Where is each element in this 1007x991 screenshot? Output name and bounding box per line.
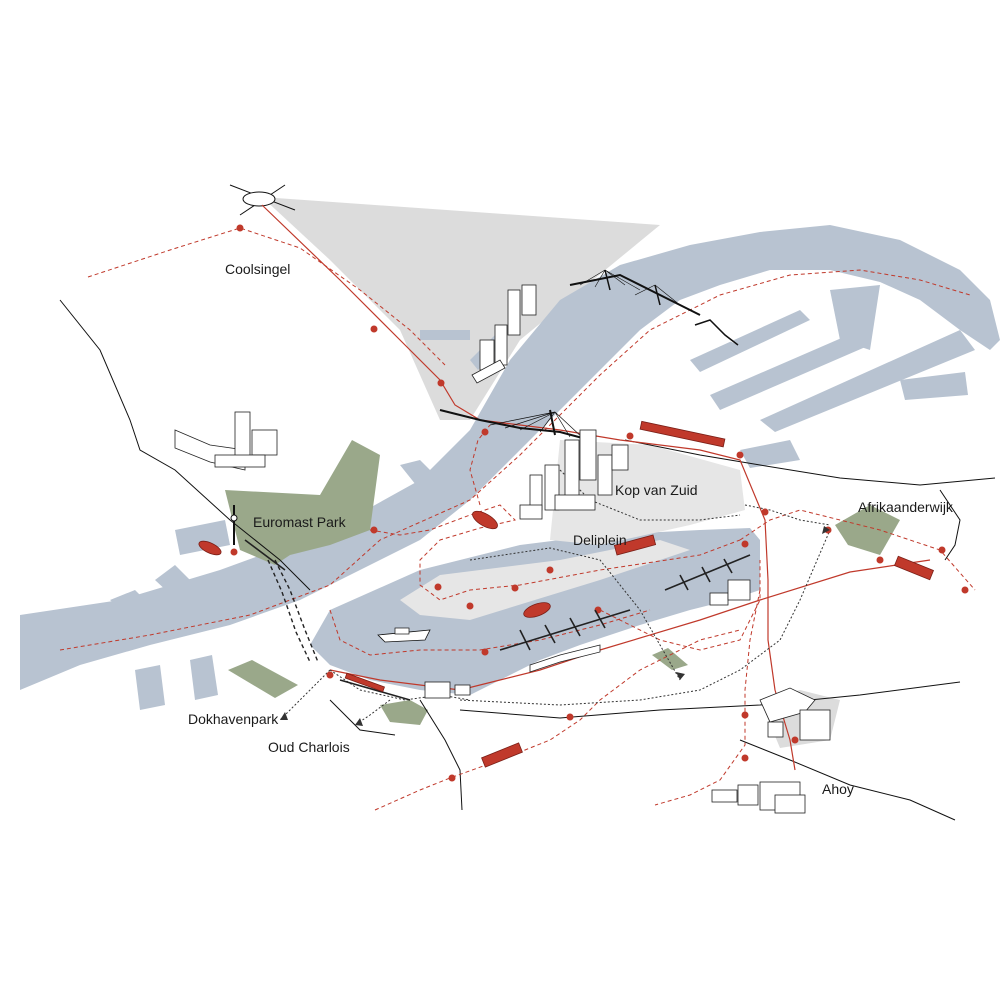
road-west [59, 299, 311, 591]
label-oud-charlois: Oud Charlois [268, 739, 350, 755]
roundabout-icon [229, 184, 296, 216]
road-east [624, 439, 996, 486]
road-ahoy [739, 739, 956, 821]
harbour-basin-6 [900, 372, 968, 400]
buildings-south [424, 579, 751, 699]
metro-route-south [329, 559, 931, 691]
harbour-basin-5 [760, 330, 975, 432]
label-kop-van-zuid: Kop van Zuid [615, 482, 698, 498]
label-coolsingel: Coolsingel [225, 261, 290, 277]
label-deliplein: Deliplein [573, 532, 627, 548]
west-harbour-3 [110, 590, 170, 635]
river-maas [20, 225, 1000, 690]
route-ahoy [654, 589, 761, 806]
tram-icon [344, 420, 935, 768]
route-north-west [87, 227, 446, 366]
route-south [374, 629, 741, 811]
afrikaanderwijk-park [835, 505, 900, 555]
buildings-north [471, 284, 537, 384]
route-south-east [599, 560, 761, 651]
route-river [59, 269, 971, 651]
south-harbour-1 [135, 665, 165, 710]
label-dokhavenpark: Dokhavenpark [188, 711, 279, 727]
harbour-basin-4 [710, 330, 870, 410]
dokhavenpark [228, 660, 298, 698]
willemsbrug-icon [569, 269, 739, 346]
walk-route-3 [459, 529, 831, 706]
road-south [459, 681, 961, 719]
euromast-park [225, 440, 380, 565]
walk-arrows [280, 526, 830, 726]
label-ahoy: Ahoy [822, 781, 854, 797]
tower-icon [230, 505, 238, 545]
walk-route-6 [744, 504, 831, 526]
coolsingel-plaza [262, 197, 660, 420]
water-taxi-icon [198, 510, 551, 618]
metro-route [261, 204, 796, 771]
tunnel-route [274, 559, 319, 663]
south-harbour-2 [190, 655, 218, 700]
harbour-basin-8 [740, 440, 800, 468]
road-east-2 [939, 489, 961, 561]
bridge-icon [439, 409, 591, 441]
buildings-kop-van-zuid [519, 429, 629, 520]
ship-icon [377, 627, 431, 643]
harbour-basin-3 [690, 310, 810, 372]
west-harbour-1 [175, 520, 230, 555]
label-euromast-park: Euromast Park [253, 514, 347, 530]
walk-route-7 [559, 469, 741, 521]
oud-charlois-park [380, 700, 428, 725]
harbour-basin-7 [830, 285, 880, 350]
route-stops [230, 224, 969, 782]
harbour-basin-2 [420, 330, 470, 340]
small-park [652, 648, 688, 670]
tunnel-route-2 [267, 559, 311, 663]
buildings-ahoy [711, 687, 831, 814]
west-harbour-4 [400, 460, 440, 490]
buildings-west [174, 411, 278, 471]
label-afrikaanderwijk: Afrikaanderwijk [858, 499, 954, 515]
road-south-2 [329, 699, 396, 736]
piers [244, 539, 751, 701]
quay-plaza [400, 540, 690, 620]
west-harbour-2 [155, 565, 220, 622]
route-south-loop [329, 609, 651, 656]
route-loop [369, 504, 741, 601]
road-south-west [419, 699, 463, 811]
walk-route-4 [279, 669, 331, 721]
walk-route-2 [469, 547, 681, 681]
